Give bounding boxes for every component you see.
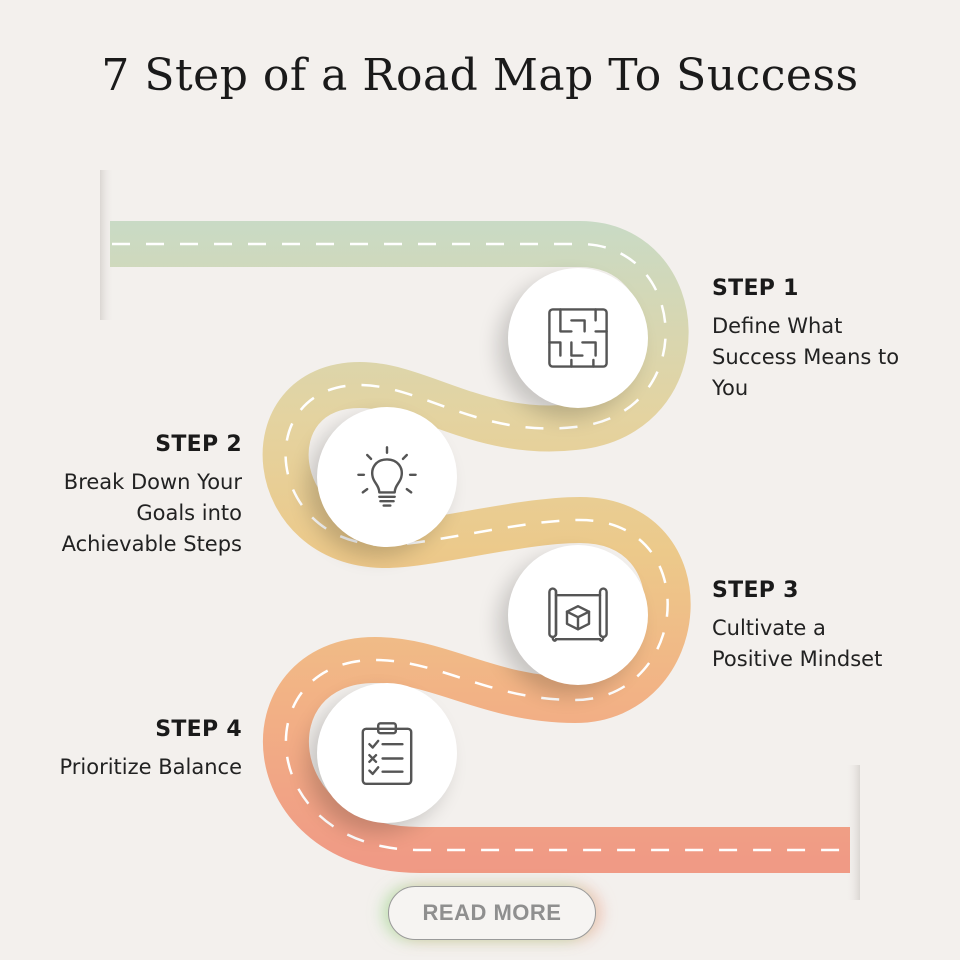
page-title: 7 Step of a Road Map To Success — [101, 50, 859, 101]
step-2-circle — [317, 407, 457, 547]
step-2-text: STEP 2 Break Down Your Goals into Achiev… — [12, 432, 242, 560]
blueprint-cube-icon — [548, 587, 608, 642]
step-2-label: STEP 2 — [155, 432, 242, 457]
step-1-circle — [508, 268, 648, 408]
step-1-label: STEP 1 — [712, 276, 799, 301]
step-2-description: Break Down Your Goals into Achievable St… — [61, 470, 242, 556]
maze-icon — [548, 308, 608, 368]
step-4-text: STEP 4 Prioritize Balance — [12, 717, 242, 783]
step-3-circle — [508, 545, 648, 685]
clipboard-checklist-icon — [361, 722, 413, 786]
step-3-label: STEP 3 — [712, 578, 799, 603]
step-4-label: STEP 4 — [155, 717, 242, 742]
step-1-description: Define What Success Means to You — [712, 314, 900, 400]
step-1-text: STEP 1 Define What Success Means to You — [712, 276, 942, 404]
road-center-dashes — [110, 242, 850, 852]
step-4-description: Prioritize Balance — [59, 755, 242, 779]
step-4-circle — [317, 683, 457, 823]
lightbulb-icon — [357, 446, 417, 507]
step-3-description: Cultivate a Positive Mindset — [712, 616, 883, 671]
step-3-text: STEP 3 Cultivate a Positive Mindset — [712, 578, 942, 675]
read-more-button[interactable]: READ MORE — [388, 886, 596, 940]
road-entry-shadow — [100, 170, 114, 320]
